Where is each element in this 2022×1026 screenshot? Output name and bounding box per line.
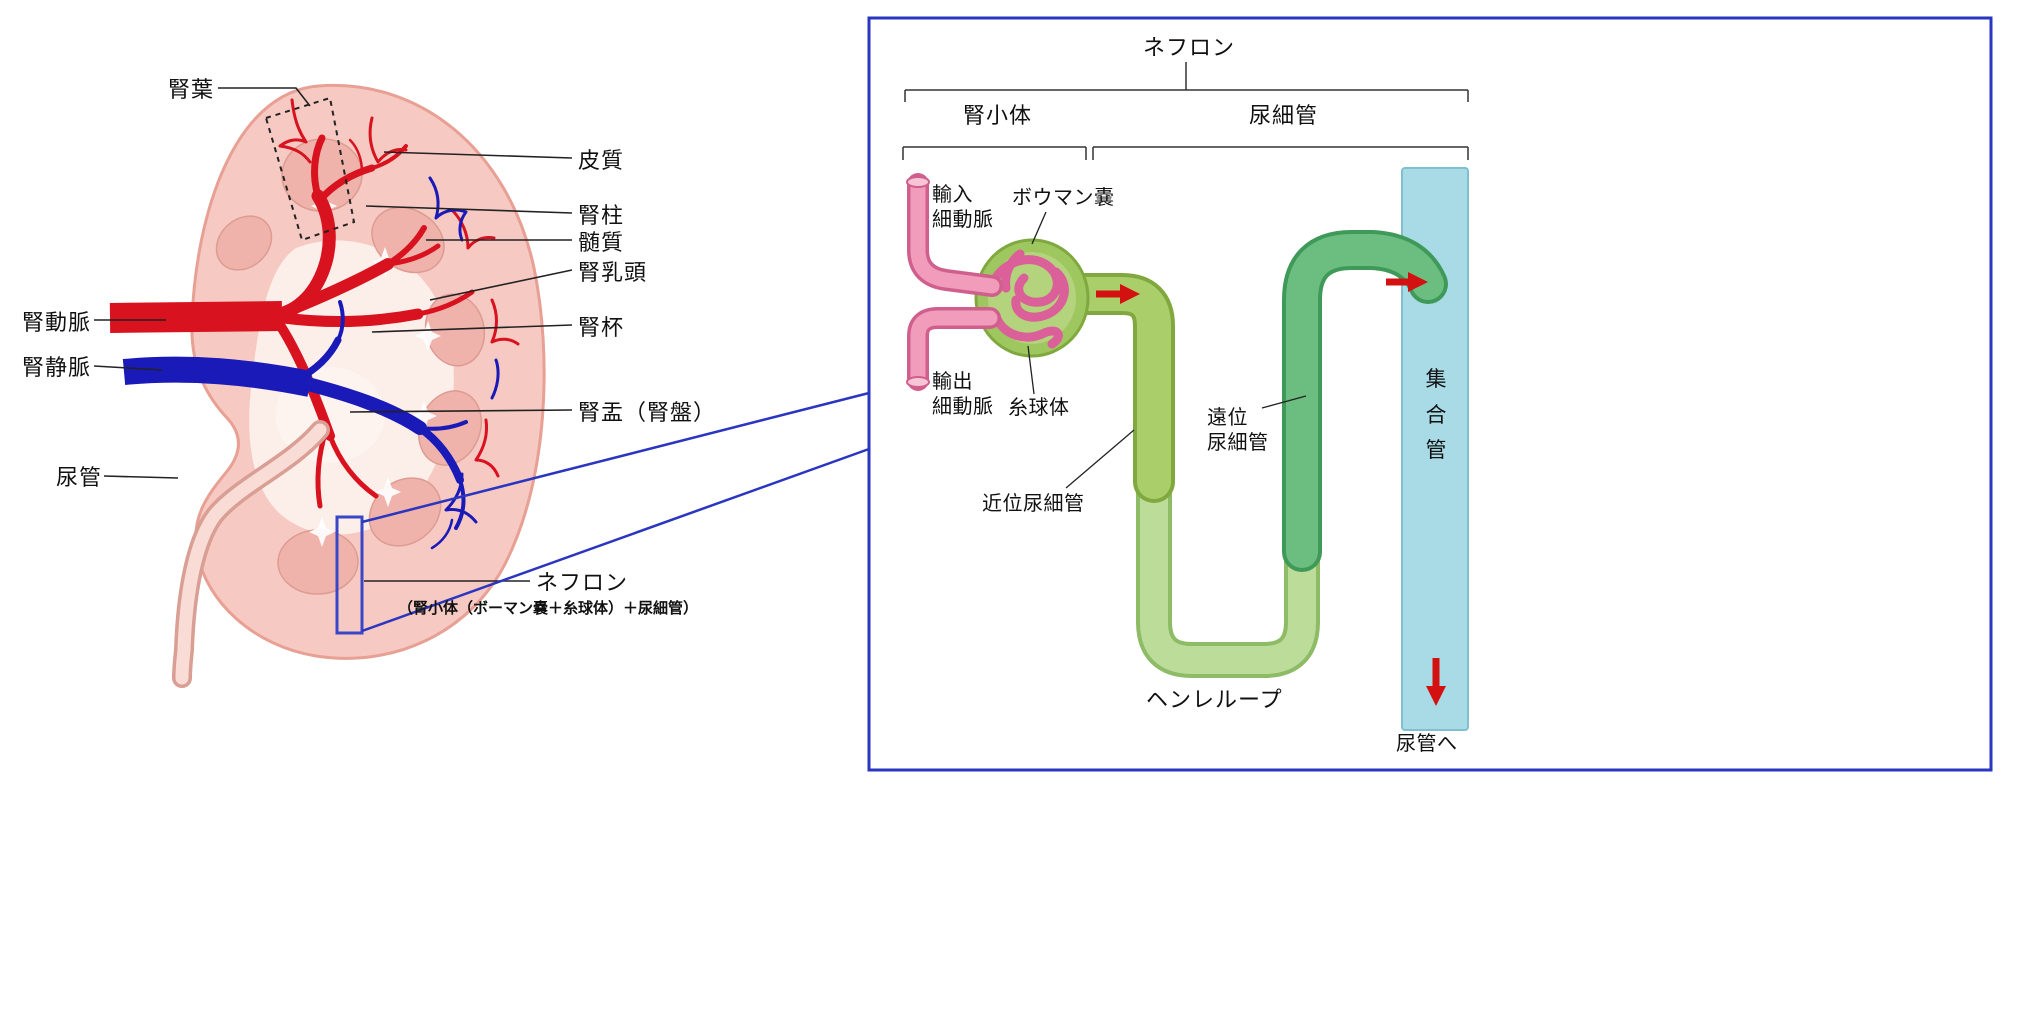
henle-loop-graphic	[1136, 452, 1320, 678]
renal-vein-graphic	[122, 176, 500, 550]
renal-column-label: 腎柱	[578, 203, 625, 228]
flow-arrows	[1096, 272, 1446, 706]
distal-tubule-graphic	[1282, 230, 1448, 572]
collecting-duct-graphic	[1401, 167, 1469, 731]
medulla-label: 髄質	[578, 230, 625, 255]
label-leader-lines	[93, 87, 573, 582]
renal-lobe-label: 腎葉	[168, 77, 215, 102]
bowmans-capsule-label: ボウマン嚢	[1012, 187, 1115, 209]
efferent-arteriole-graphic	[906, 307, 1001, 391]
kidney-illustration	[109, 83, 546, 688]
afferent-arteriole-graphic	[906, 173, 1003, 297]
renal-artery-label: 腎動脈	[22, 310, 92, 335]
zoom-connector-lines	[361, 391, 870, 633]
ureter-graphic	[172, 420, 330, 688]
nephron-highlight-rect	[335, 515, 364, 635]
renal-artery-graphic	[109, 98, 520, 509]
distal-tubule-label: 遠位 尿細管	[1207, 407, 1269, 454]
panel-pointer-lines	[1027, 211, 1307, 489]
renal-tubule-label: 尿細管	[1249, 103, 1319, 128]
bracket-lines	[902, 62, 1469, 160]
renal-papilla-label: 腎乳頭	[578, 260, 648, 285]
cortex-label: 皮質	[578, 148, 625, 173]
collecting-duct-label: 集合管	[1425, 368, 1447, 463]
nephron-note-label: （腎小体（ボーマン嚢＋糸球体）＋尿細管）	[398, 600, 699, 617]
nephron-panel-title: ネフロン	[1143, 35, 1236, 60]
proximal-tubule-label: 近位尿細管	[982, 493, 1085, 515]
afferent-arteriole-label: 輸入 細動脈	[932, 184, 994, 231]
renal-pelvis-label: 腎盂（腎盤）	[578, 400, 717, 425]
renal-calyx-label: 腎杯	[578, 315, 625, 340]
glomerulus-graphic	[987, 249, 1069, 349]
renal-vein-label: 腎静脈	[22, 355, 92, 380]
glomerulus-label: 糸球体	[1008, 397, 1070, 419]
ureter-label: 尿管	[56, 465, 103, 490]
nephron-label: ネフロン	[536, 570, 629, 595]
to-ureter-label: 尿管へ	[1396, 733, 1458, 755]
loop-of-henle-label: ヘンレループ	[1146, 687, 1283, 712]
efferent-arteriole-label: 輸出 細動脈	[932, 371, 994, 418]
renal-corpuscle-label: 腎小体	[963, 103, 1033, 128]
